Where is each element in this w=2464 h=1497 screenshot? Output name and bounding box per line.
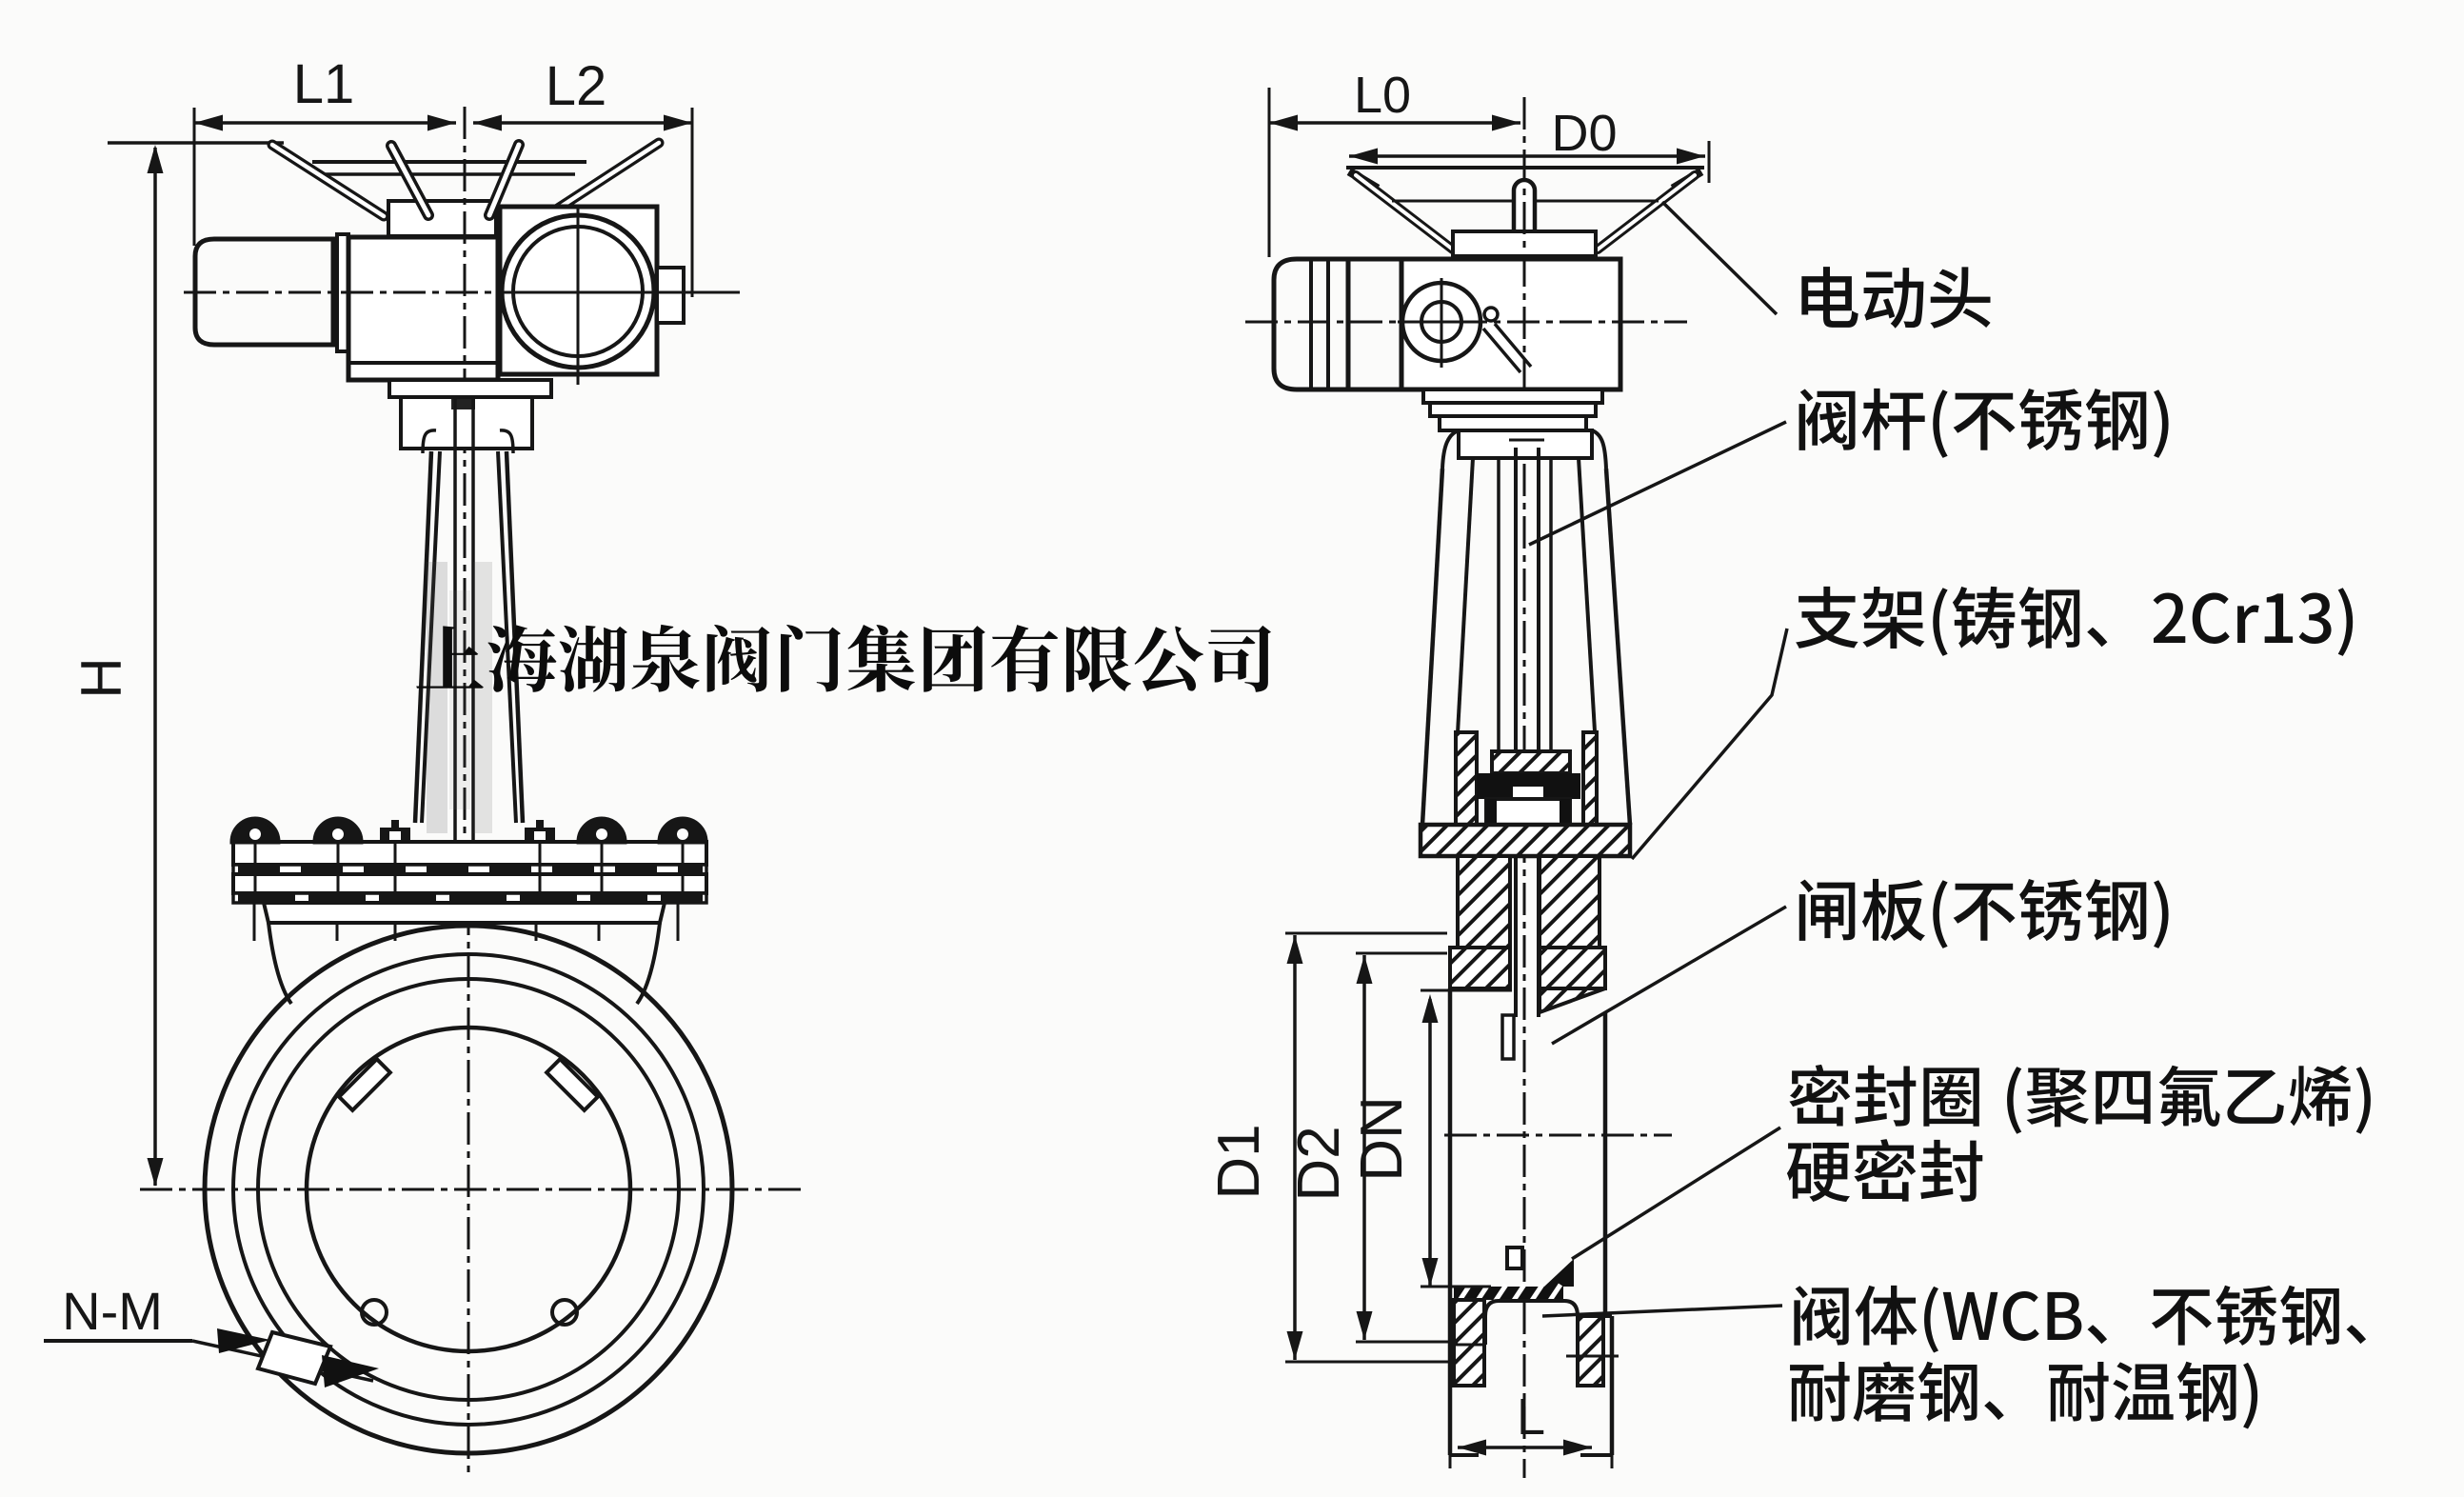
- svg-text:DN: DN: [1349, 1096, 1415, 1182]
- svg-text:D0: D0: [1551, 105, 1617, 162]
- svg-text:H: H: [70, 657, 133, 698]
- svg-text:L0: L0: [1354, 67, 1411, 124]
- svg-text:D1: D1: [1206, 1124, 1272, 1199]
- svg-text:L1: L1: [293, 53, 355, 115]
- svg-text:D2: D2: [1286, 1126, 1352, 1201]
- svg-text:L2: L2: [546, 55, 607, 117]
- svg-text:L: L: [1517, 1388, 1545, 1446]
- svg-text:N-M: N-M: [62, 1281, 163, 1341]
